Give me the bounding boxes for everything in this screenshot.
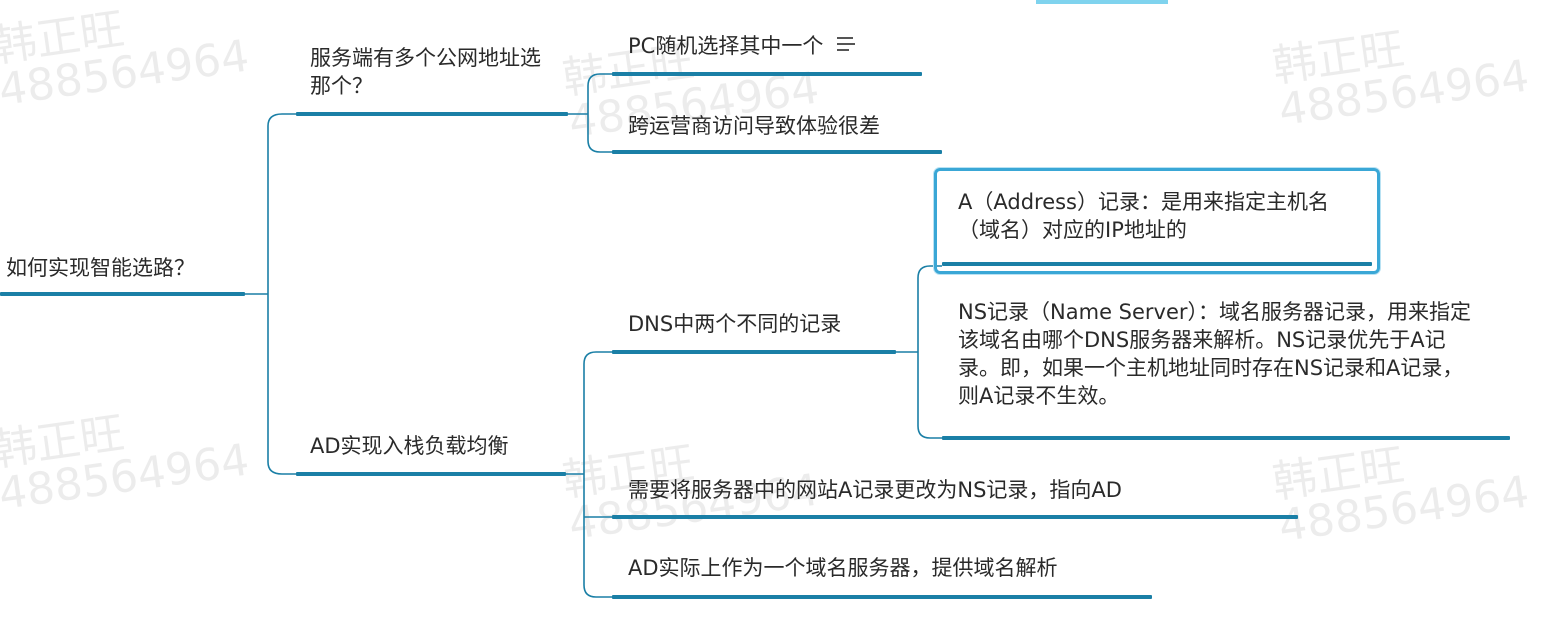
- top-tab-indicator: [1036, 0, 1168, 4]
- leaf-node-ns-record[interactable]: NS记录（Name Server）：域名服务器记录，用来指定该域名由哪个DNS服…: [958, 300, 1472, 408]
- branch-node-multiple-ips[interactable]: 服务端有多个公网地址选那个？: [310, 46, 541, 98]
- child-underline: [612, 515, 1298, 519]
- child-underline: [612, 595, 1152, 599]
- selection-frame: [934, 168, 1380, 274]
- child-node-dns-records[interactable]: DNS中两个不同的记录: [628, 312, 842, 336]
- connector-main-spine: [267, 113, 296, 475]
- branch-underline: [296, 472, 566, 476]
- connector-branch1-spine: [587, 73, 612, 153]
- connector-dns-spine: [917, 265, 942, 439]
- leaf-node-a-record[interactable]: A（Address）记录：是用来指定主机名（域名）对应的IP地址的: [958, 190, 1329, 242]
- child-node-cross-isp[interactable]: 跨运营商访问导致体验很差: [628, 114, 880, 138]
- child-node-random-select[interactable]: PC随机选择其中一个: [628, 32, 856, 60]
- root-node[interactable]: 如何实现智能选路？: [6, 256, 195, 280]
- child-underline: [612, 350, 896, 354]
- leaf-underline: [942, 436, 1510, 440]
- branch-node-ad-inbound-lb[interactable]: AD实现入栈负载均衡: [310, 434, 509, 458]
- leaf-underline: [942, 262, 1372, 266]
- branch-underline: [296, 112, 568, 116]
- child-underline: [612, 72, 922, 76]
- child-node-change-record[interactable]: 需要将服务器中的网站A记录更改为NS记录，指向AD: [628, 478, 1122, 502]
- child-node-ad-role[interactable]: AD实际上作为一个域名服务器，提供域名解析: [628, 556, 1058, 580]
- connector-branch2-spine: [583, 351, 612, 598]
- notes-icon[interactable]: [837, 37, 856, 51]
- root-underline: [0, 292, 245, 296]
- child-underline: [612, 150, 942, 154]
